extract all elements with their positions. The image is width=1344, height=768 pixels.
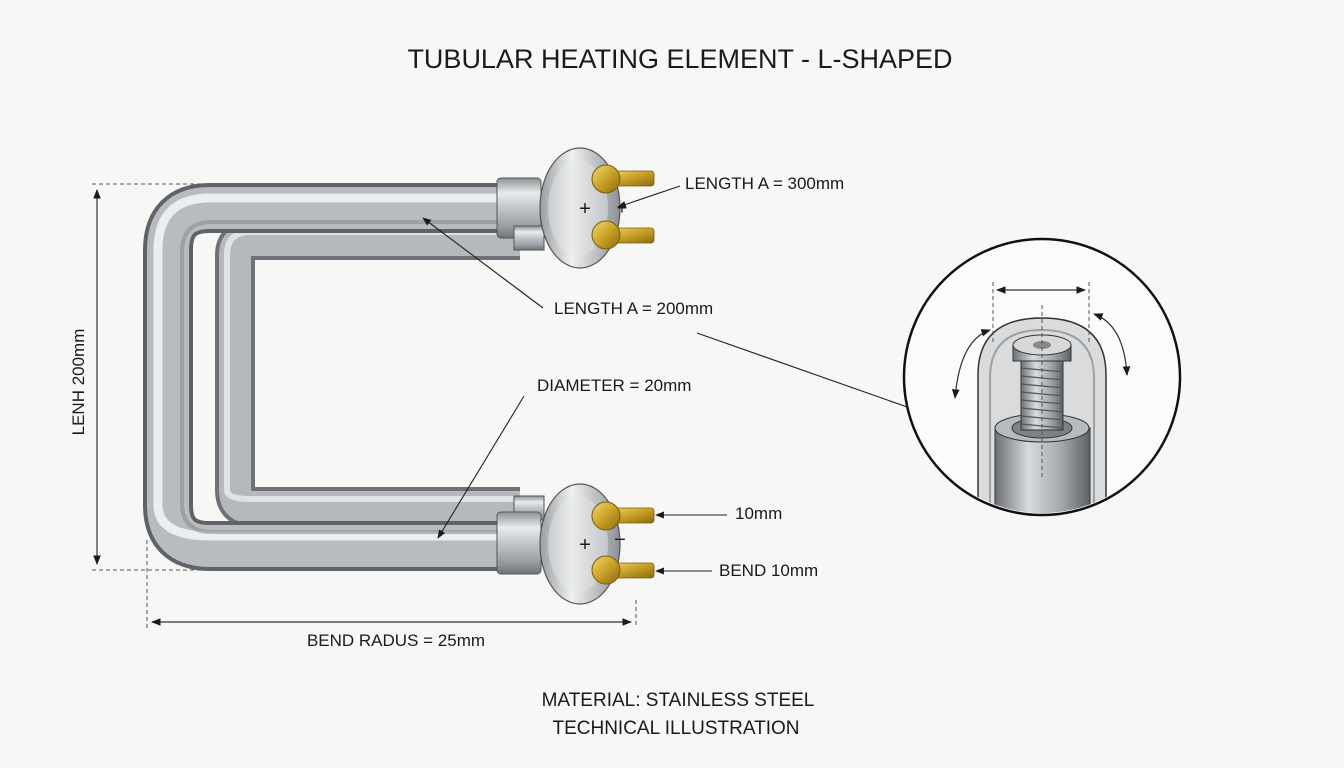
annotations: LENGTH A = 300mm LENGTH A = 200mm DIAMET… — [422, 174, 911, 580]
illustration-label: TECHNICAL ILLUSTRATION — [552, 718, 799, 739]
outer-tube-shade — [180, 220, 505, 534]
leader-detail — [696, 332, 911, 409]
vertical-length-label: LENH 200mm — [69, 329, 88, 436]
top-terminal-nut-1 — [591, 164, 621, 194]
bottom-fitting: + − — [496, 483, 655, 605]
leader-length-200 — [422, 217, 544, 309]
diameter-label: DIAMETER = 20mm — [537, 376, 691, 395]
bend-10mm-label: BEND 10mm — [719, 561, 818, 580]
inner-tube-highlight — [224, 229, 520, 502]
leader-diameter — [437, 395, 525, 539]
ten-mm-label: 10mm — [735, 504, 782, 523]
top-plus-sign: + — [579, 198, 591, 220]
bottom-terminal-nut-1 — [591, 501, 621, 531]
length-a-300-label: LENGTH A = 300mm — [685, 174, 844, 193]
rotation-arrow-left — [951, 329, 991, 399]
inner-tube-shadow — [215, 220, 520, 527]
outer-tube-highlight — [153, 193, 505, 541]
length-a-200-label: LENGTH A = 200mm — [554, 299, 713, 318]
top-terminal-nut-2 — [591, 220, 621, 250]
rotation-arrow-right — [1093, 313, 1131, 376]
top-fitting: + + — [496, 147, 655, 269]
bend-radius-label: BEND RADUS = 25mm — [307, 631, 485, 650]
bottom-terminal-nut-2 — [591, 555, 621, 585]
top-plus-sign-2: + — [617, 198, 628, 218]
bottom-minus-sign: − — [614, 529, 626, 551]
dimension-lines — [92, 183, 637, 628]
outer-tube — [147, 187, 505, 567]
heating-element: + + + − — [143, 147, 655, 605]
detail-view — [902, 237, 1182, 517]
material-label: MATERIAL: STAINLESS STEEL — [542, 690, 815, 711]
bottom-plus-sign: + — [579, 534, 591, 556]
inner-tube — [219, 224, 520, 523]
page-title: TUBULAR HEATING ELEMENT - L-SHAPED — [407, 44, 952, 74]
leader-length-300 — [617, 185, 681, 208]
